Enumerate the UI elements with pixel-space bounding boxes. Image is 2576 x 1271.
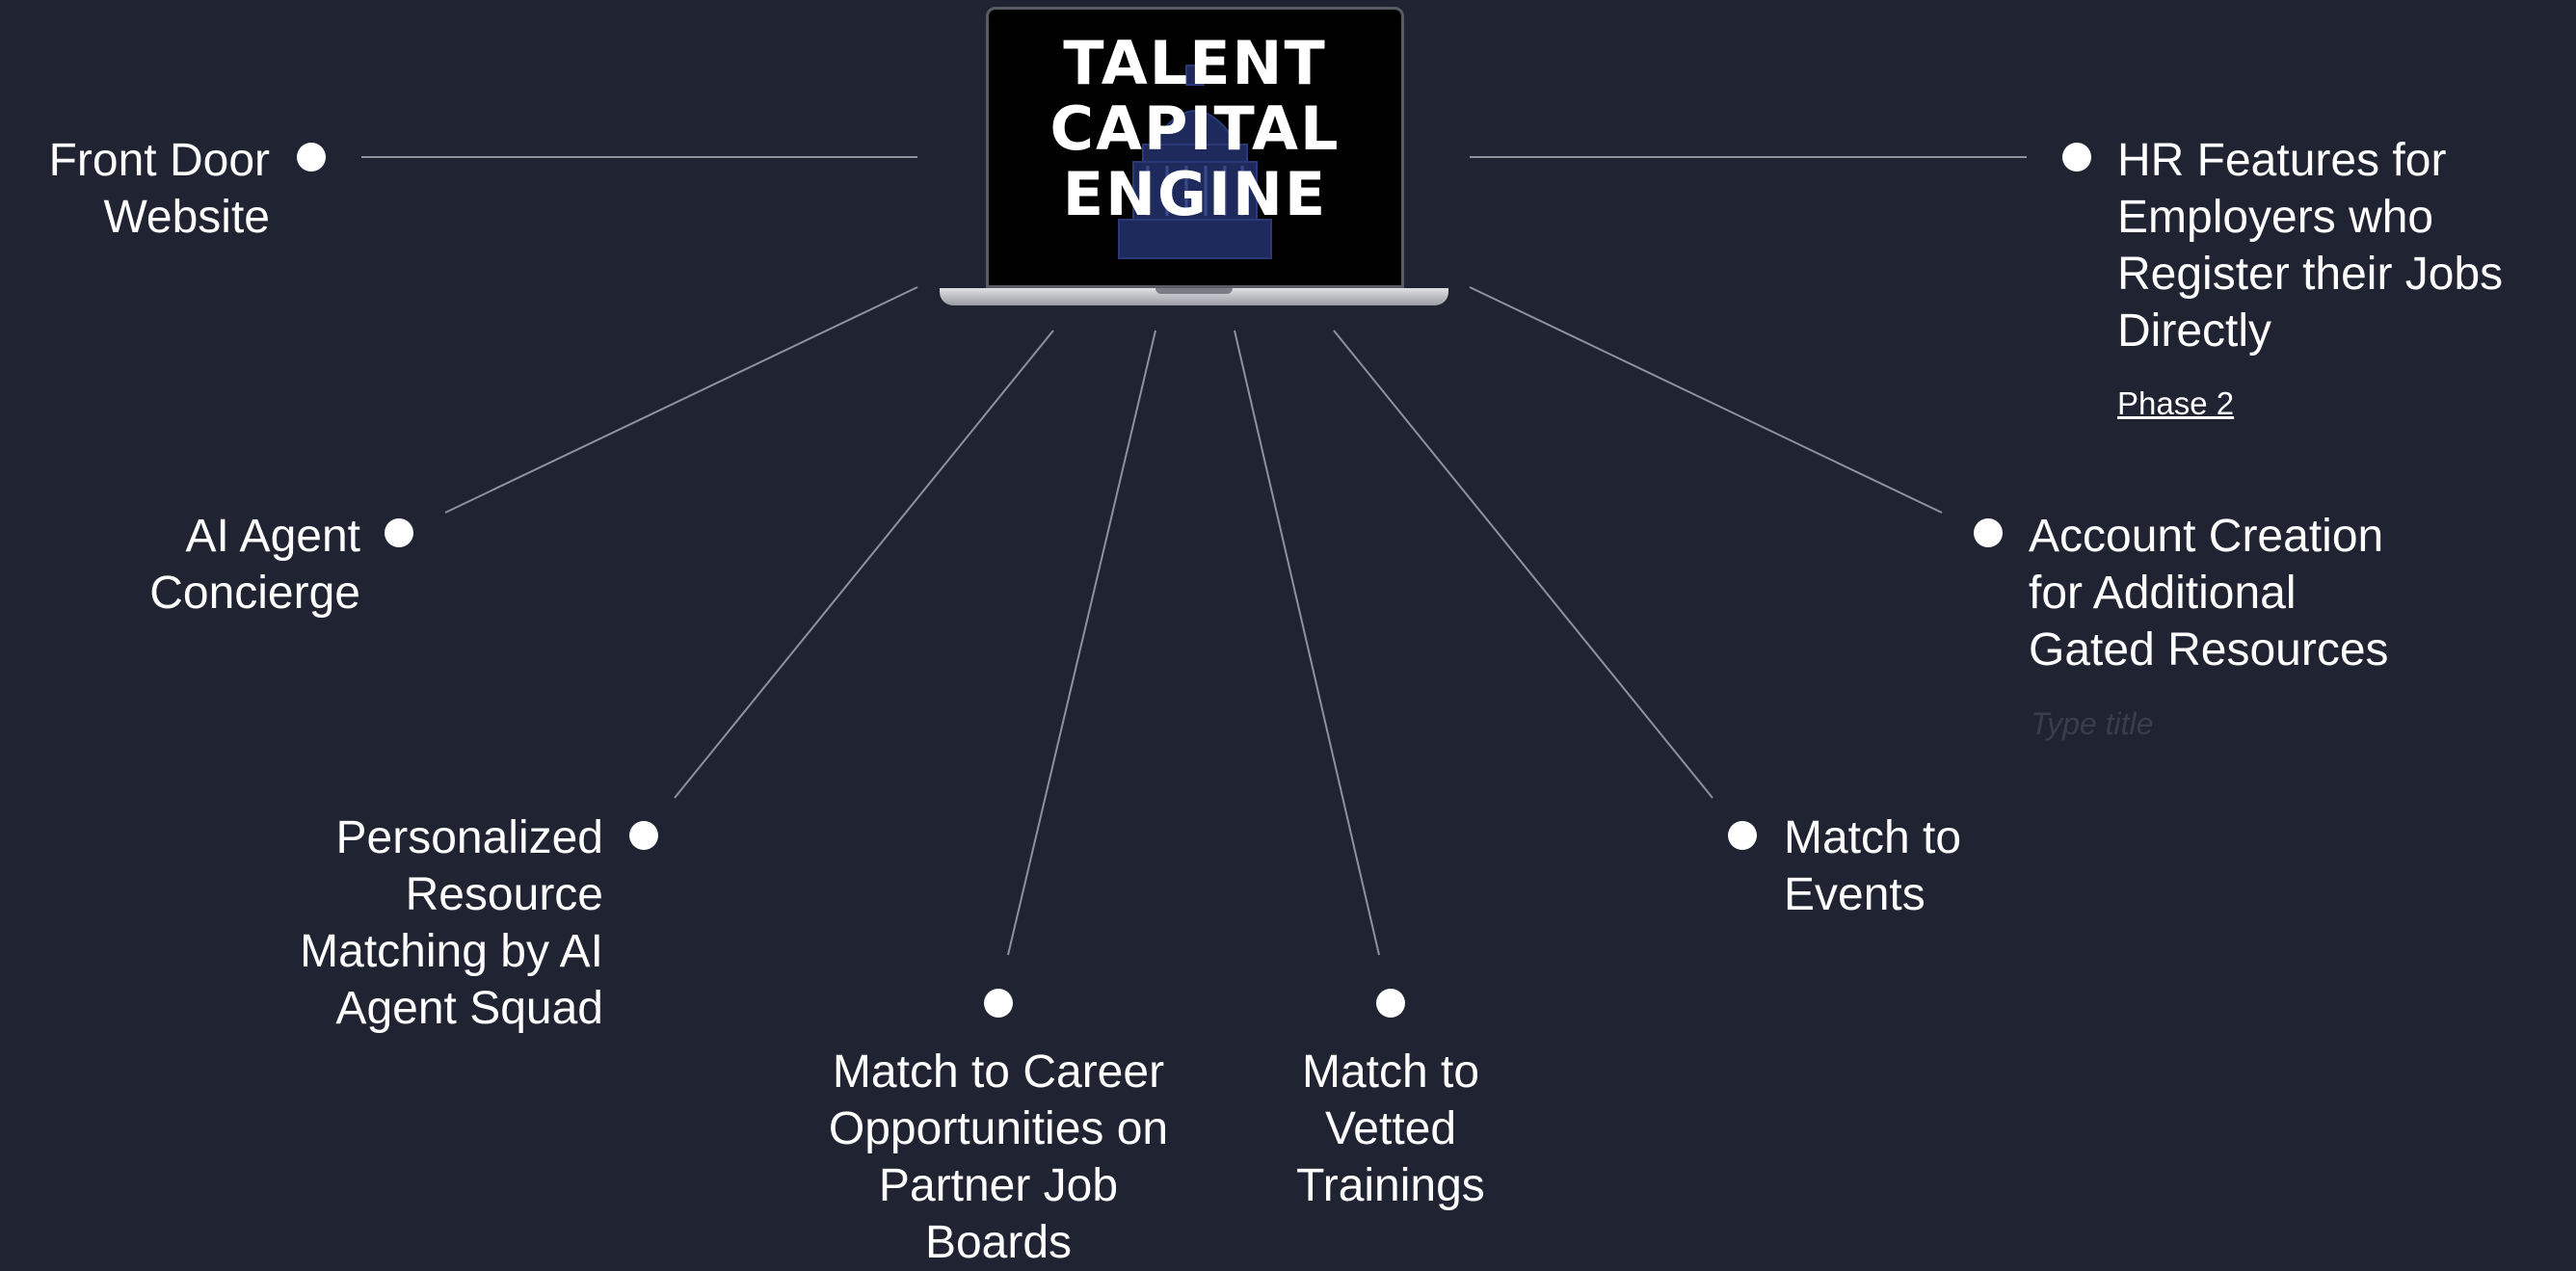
connector-ai-concierge (444, 286, 918, 514)
connector-events (1333, 330, 1713, 799)
node-dot-vetted-trainings (1376, 989, 1405, 1018)
connector-personalized-matching (674, 330, 1054, 799)
title-placeholder[interactable]: Type title (2031, 706, 2154, 741)
capitol-dome-icon (1118, 65, 1272, 259)
connector-account-creation (1469, 286, 1943, 514)
talent-capital-engine-logo: TALENT CAPITAL ENGINE (1049, 28, 1341, 229)
node-dot-account-creation (1974, 518, 2003, 547)
node-dot-hr-features (2062, 143, 2091, 172)
node-dot-events (1728, 821, 1757, 850)
node-dot-ai-concierge (385, 518, 413, 547)
node-label-vetted-trainings: Match to Vetted Trainings (1296, 1046, 1485, 1211)
connector-vetted-trainings (1234, 330, 1380, 956)
node-label-career-opportunities: Match to Career Opportunities on Partner… (828, 1046, 1169, 1268)
node-label-account-creation: Account Creation for Additional Gated Re… (2029, 511, 2389, 675)
node-label-events: Match to Events (1784, 812, 1962, 920)
node-dot-career-opportunities (984, 989, 1013, 1018)
phase-2-note[interactable]: Phase 2 (2117, 385, 2235, 421)
node-dot-personalized-matching (629, 821, 658, 850)
node-label-hr-features: HR Features for Employers who Register t… (2117, 135, 2504, 357)
laptop-base (940, 288, 1448, 305)
node-label-front-door: Front Door Website (48, 135, 270, 243)
laptop-screen: TALENT CAPITAL ENGINE (986, 7, 1404, 288)
node-label-ai-concierge: AI Agent Concierge (149, 511, 360, 619)
connector-career-opportunities (1007, 330, 1156, 956)
laptop-notch (1155, 288, 1233, 294)
laptop: TALENT CAPITAL ENGINE (940, 7, 1448, 308)
node-label-personalized-matching: Personalized Resource Matching by AI Age… (300, 812, 603, 1034)
node-dot-front-door (297, 143, 326, 172)
